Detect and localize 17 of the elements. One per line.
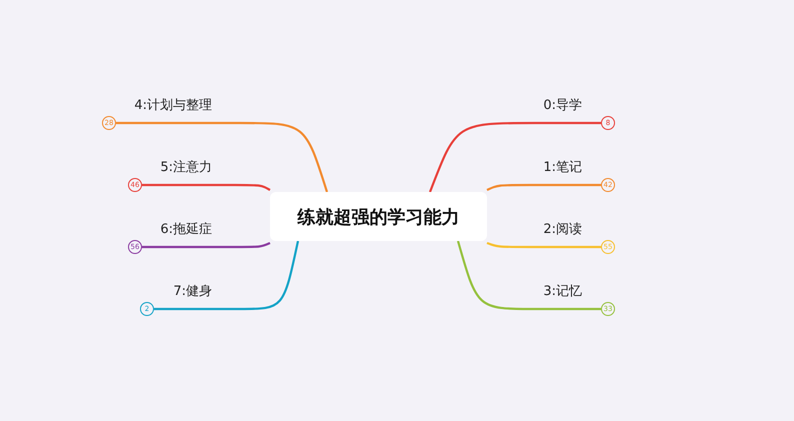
branch-label: 5:注意力 xyxy=(160,159,212,176)
branch-label: 1:笔记 xyxy=(543,159,582,176)
branch-label: 4:计划与整理 xyxy=(134,97,212,114)
central-topic-box: 练就超强的学习能力 xyxy=(270,192,487,241)
branch-line xyxy=(142,184,271,191)
branch-label: 2:阅读 xyxy=(543,221,582,238)
branch-label: 7:健身 xyxy=(173,283,212,300)
branch-line xyxy=(116,122,328,192)
branch-line xyxy=(486,242,601,248)
branch-label: 0:导学 xyxy=(543,97,582,114)
branch-line xyxy=(486,184,601,191)
branch-label: 3:记忆 xyxy=(543,283,582,300)
branch-line xyxy=(428,122,601,192)
branch-label: 6:拖延症 xyxy=(160,221,212,238)
branch-line xyxy=(154,240,300,310)
branch-line xyxy=(456,240,601,310)
branch-line xyxy=(142,242,270,248)
